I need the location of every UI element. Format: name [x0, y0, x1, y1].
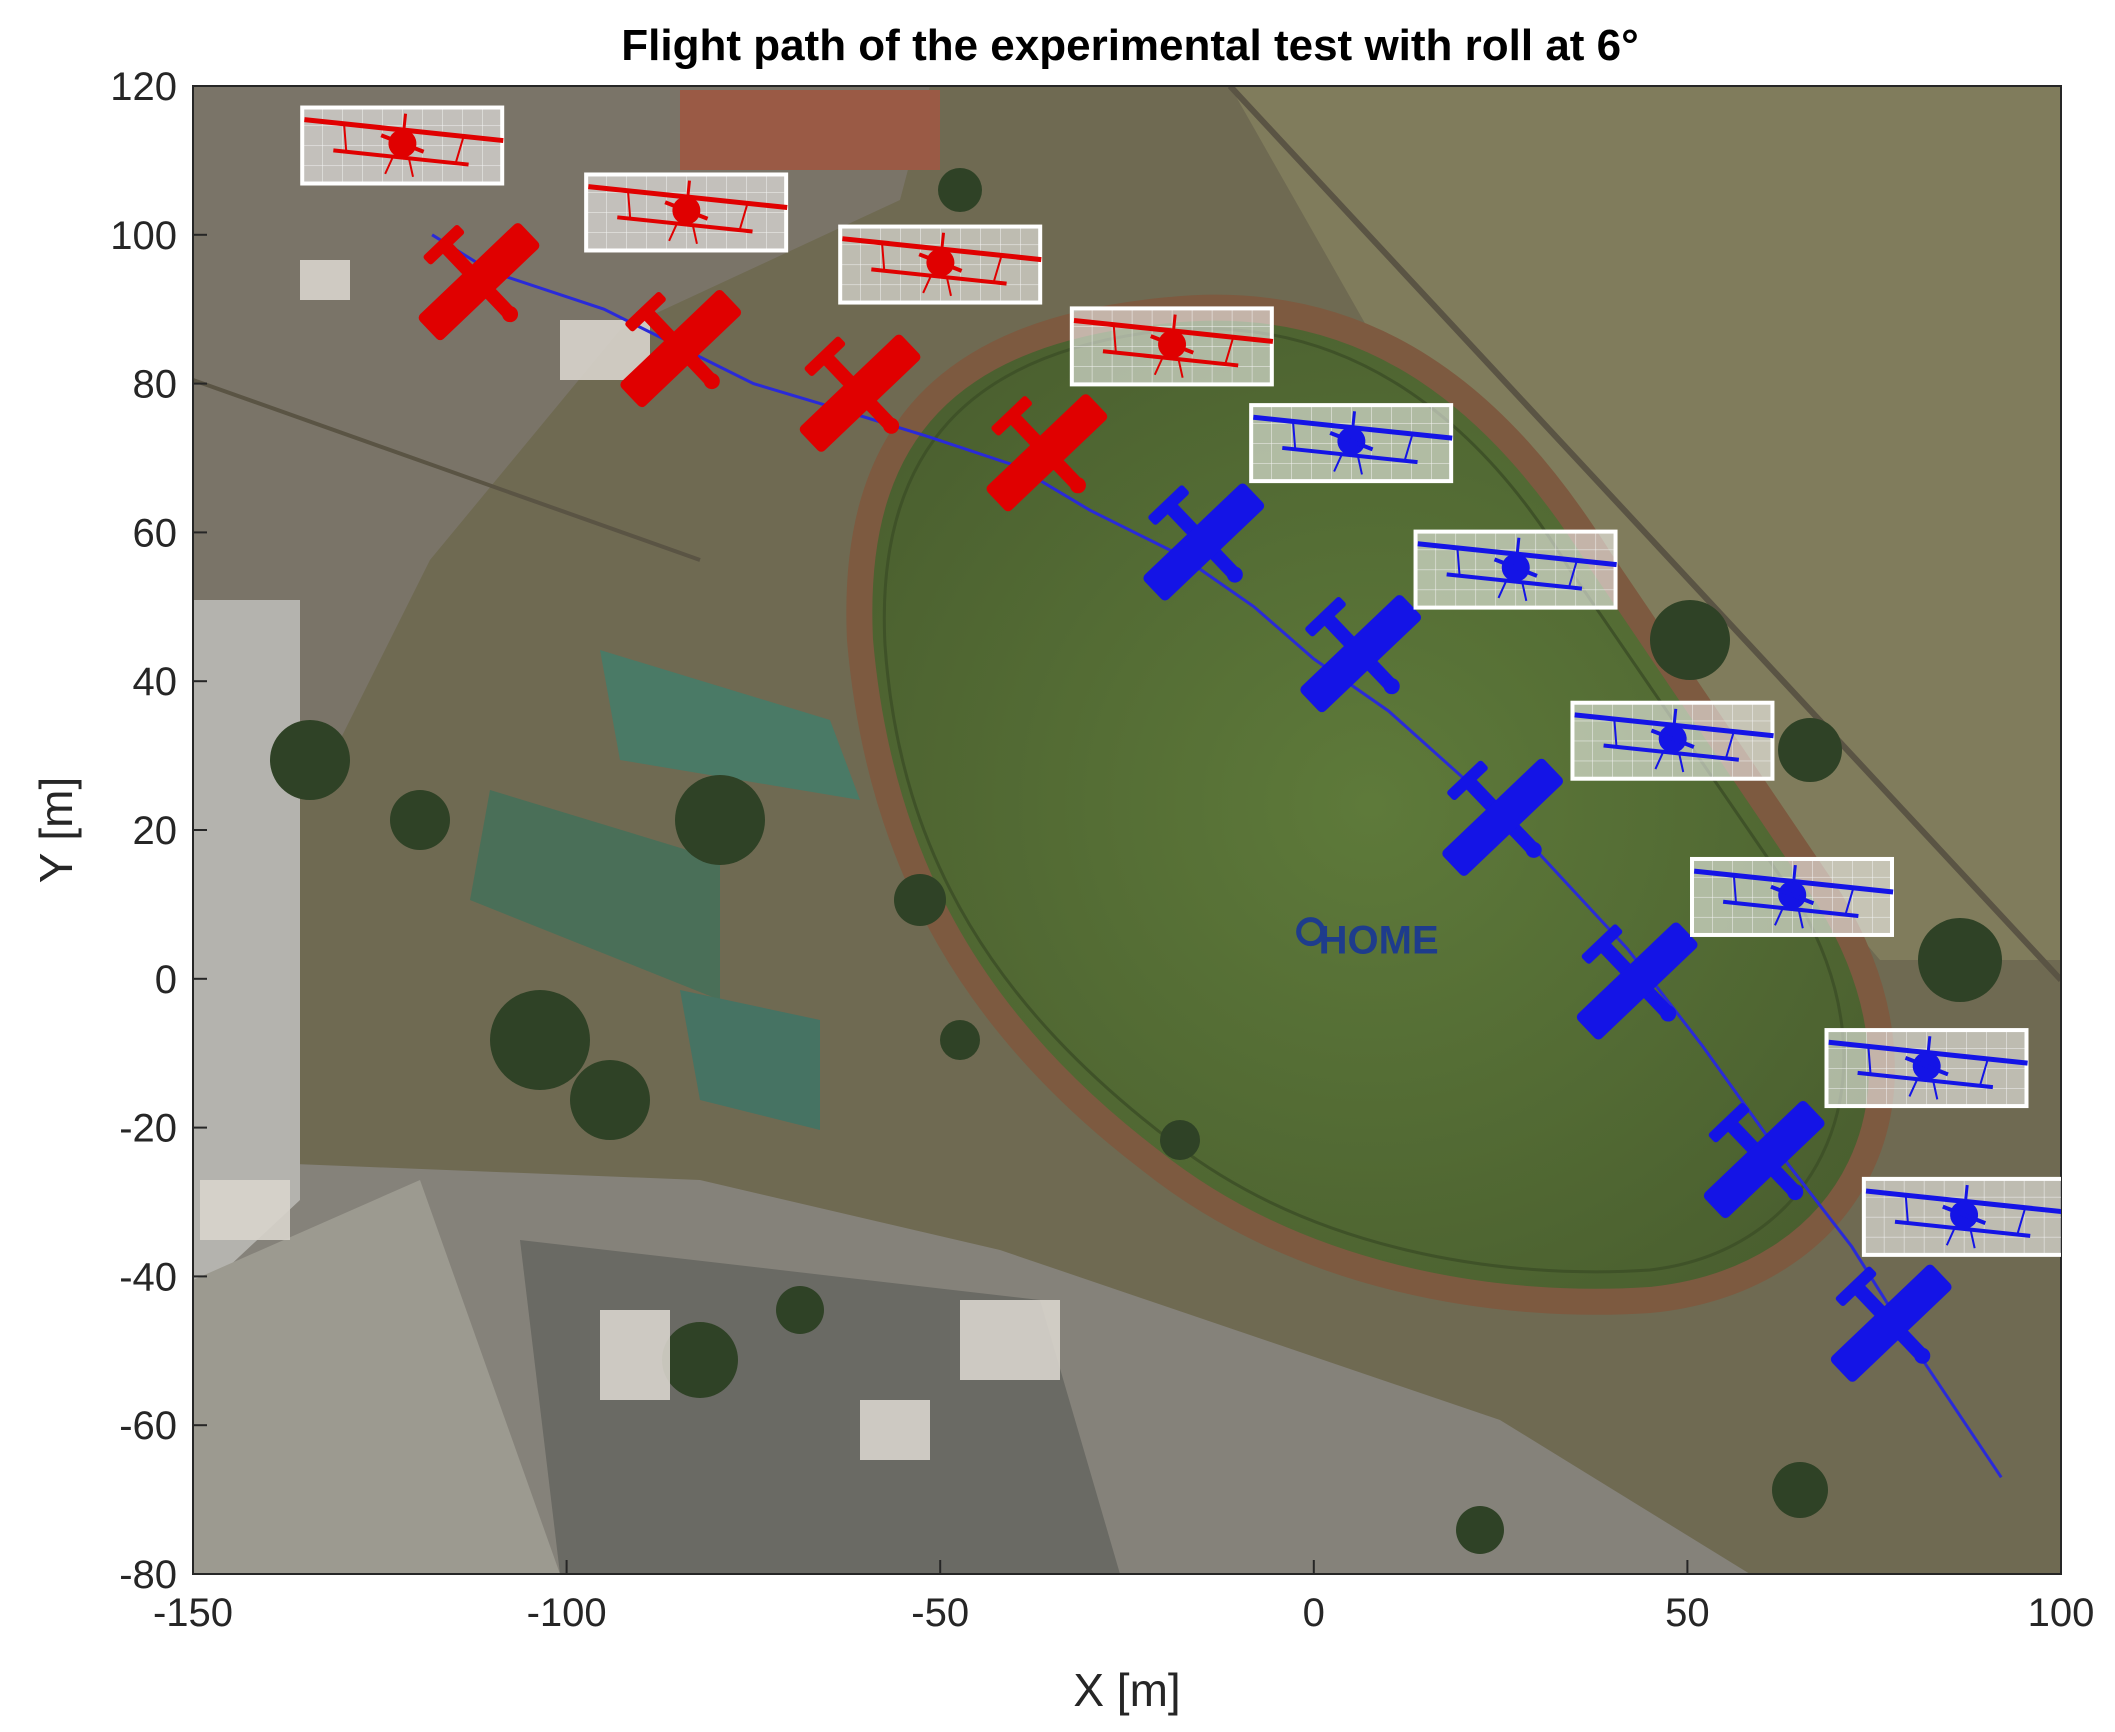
- aircraft-marker: [1703, 1100, 1825, 1219]
- y-tick-label: -80: [119, 1553, 177, 1597]
- aircraft-marker: [418, 223, 540, 341]
- attitude-inset: [1413, 529, 1618, 610]
- x-tick-label: 100: [2028, 1591, 2095, 1635]
- race-track: [846, 294, 1895, 1315]
- aircraft-marker: [1576, 922, 1698, 1040]
- x-tick-label: -50: [911, 1591, 969, 1635]
- x-tick-label: -150: [153, 1591, 233, 1635]
- y-tick-label: 40: [133, 660, 178, 704]
- y-axis-ticks: -80 -60 -40 -20 0 20 40 60 80 100 120: [110, 65, 207, 1597]
- aircraft-marker: [1442, 758, 1563, 876]
- y-tick-label: 60: [133, 511, 178, 555]
- y-tick-label: 0: [155, 958, 177, 1002]
- aircraft-marker: [1300, 595, 1422, 713]
- attitude-inset: [1069, 306, 1274, 387]
- aircraft-markers: [418, 223, 1952, 1382]
- aircraft-marker: [620, 290, 742, 408]
- y-tick-label: -20: [119, 1107, 177, 1151]
- attitude-inset: [1690, 856, 1895, 937]
- x-tick-label: 0: [1303, 1591, 1325, 1635]
- attitude-inset: [1570, 700, 1775, 781]
- y-axis-label: Y [m]: [30, 777, 82, 884]
- y-tick-label: -60: [119, 1404, 177, 1448]
- chart-title: Flight path of the experimental test wit…: [621, 21, 1638, 70]
- attitude-inset: [1824, 1028, 2029, 1109]
- attitude-inset: [1249, 403, 1454, 484]
- attitude-inset: [300, 105, 505, 186]
- aircraft-marker: [799, 334, 921, 452]
- y-tick-label: 100: [110, 214, 177, 258]
- attitude-inset: [1861, 1176, 2061, 1257]
- x-tick-label: -100: [527, 1591, 607, 1635]
- flight-path: [431, 233, 2003, 1479]
- y-tick-label: 120: [110, 65, 177, 109]
- home-icon: [1296, 917, 1326, 947]
- x-tick-label: 50: [1665, 1591, 1710, 1635]
- y-tick-label: 20: [133, 809, 178, 853]
- attitude-inset: [838, 224, 1043, 305]
- y-tick-label: -40: [119, 1255, 177, 1299]
- attitude-inset: [584, 172, 789, 253]
- home-marker-group: HOME: [1296, 917, 1439, 963]
- x-axis-label: X [m]: [1073, 1664, 1180, 1716]
- x-axis-ticks: -150 -100 -50 0 50 100: [153, 1560, 2094, 1635]
- flight-path-line: [431, 233, 2003, 1479]
- aircraft-marker: [1830, 1264, 1952, 1382]
- y-tick-label: 80: [133, 363, 178, 407]
- home-label: HOME: [1319, 919, 1439, 963]
- aircraft-marker: [1143, 483, 1265, 601]
- aircraft-marker: [986, 394, 1108, 512]
- attitude-insets: [300, 105, 2061, 1257]
